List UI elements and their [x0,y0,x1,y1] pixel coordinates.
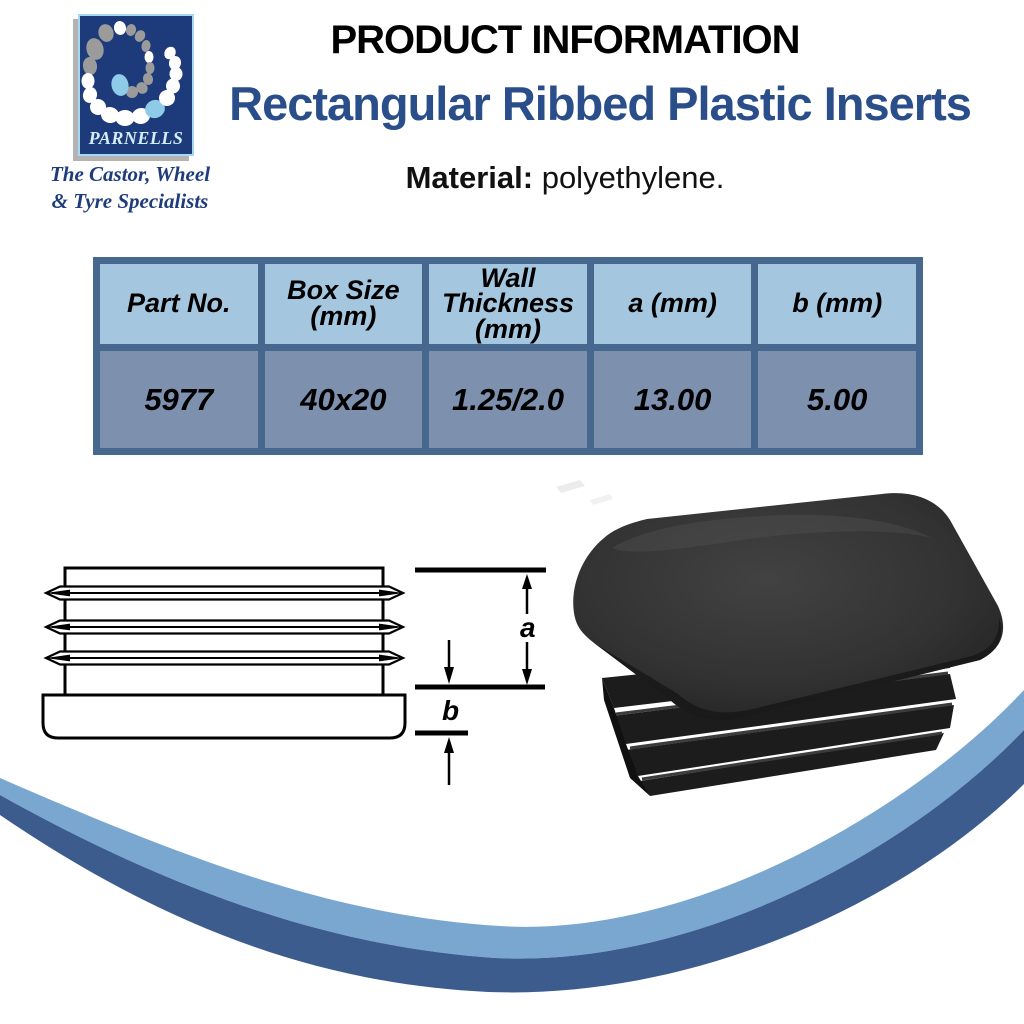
tagline-line-1: The Castor, Wheel [49,162,211,186]
swoosh-light-band [0,690,1024,959]
dimension-a [415,567,546,690]
photo-cap-highlight [612,514,932,552]
dimension-b [415,640,468,785]
col-header-wall-thickness: Wall Thickness (mm) [429,264,587,344]
header-line: a (mm) [628,288,717,319]
product-photo [556,480,1004,796]
header-line: (mm) [474,313,541,344]
col-header-b-mm: b (mm) [758,264,916,344]
photo-artifact [590,494,613,505]
col-header-a-mm: a (mm) [593,264,752,344]
logo-tagline: The Castor, Wheel & Tyre Specialists [28,161,232,216]
logo-dot-spiral-icon [81,21,183,126]
photo-cap-front-edge [594,618,1002,721]
swoosh-dark-band [0,730,1024,993]
header-line: Thickness [441,288,575,319]
page-title: PRODUCT INFORMATION [330,18,800,62]
parnells-logo: PARNELLS [78,14,194,156]
header-line: (mm) [310,301,377,331]
dim-a-label: a [520,612,536,643]
dim-b-label: b [442,695,459,726]
header-line: Box Size [287,275,400,306]
insert-flange-outline [41,693,407,740]
tagline-line-2: & Tyre Specialists [51,189,209,214]
col-header-part-no: Part No. [100,264,258,344]
cell-wall-thickness: 1.25/2.0 [429,351,587,448]
header-line: b (mm) [792,288,883,319]
photo-cap-top [573,493,1004,721]
col-header-box-size: Box Size (mm) [264,264,423,344]
cell-b-mm: 5.00 [758,351,916,448]
swoosh-graphic [0,690,1024,993]
material-label: Material: [405,160,534,195]
cell-box-size: 40x20 [264,351,423,448]
material-line: Material: polyethylene. [406,160,725,196]
technical-drawing: a b [41,566,546,785]
material-value: polyethylene. [533,160,725,195]
cell-a-mm: 13.00 [593,351,752,448]
spec-table: Part No. Box Size (mm) Wall Thickness (m… [93,257,923,455]
header-line: Wall [480,262,536,293]
header-line: Part No. [127,288,231,319]
insert-ribs [43,585,406,666]
photo-artifact [556,480,585,493]
product-name-title: Rectangular Ribbed Plastic Inserts [229,77,972,130]
cell-part-no: 5977 [100,351,258,448]
logo-brand-text: PARNELLS [88,128,184,148]
